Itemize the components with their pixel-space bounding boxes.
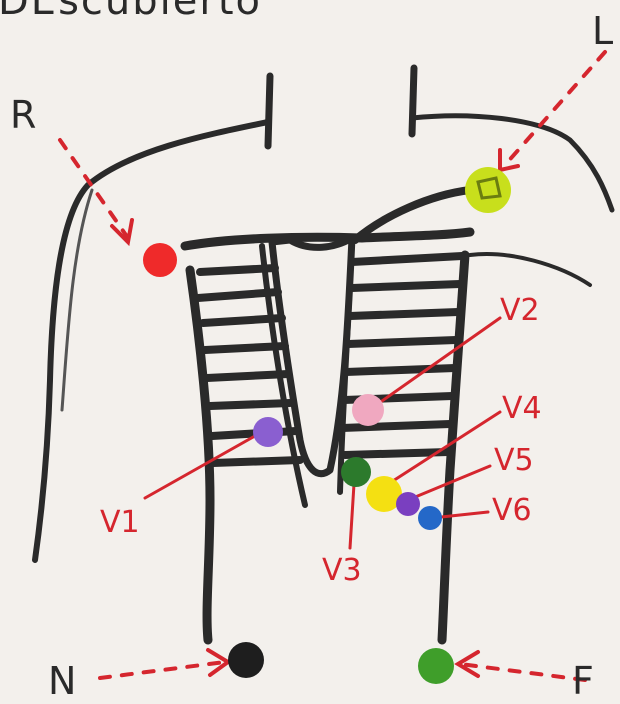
rib-right-4 bbox=[348, 340, 456, 344]
label-V1: V1 bbox=[100, 505, 140, 540]
rib-left-5 bbox=[207, 374, 288, 378]
rib-left-8 bbox=[213, 460, 300, 463]
electrode-V6 bbox=[418, 506, 442, 530]
rib-left-1 bbox=[200, 268, 275, 272]
rib-right-3 bbox=[350, 312, 458, 316]
ribs bbox=[198, 256, 462, 463]
electrode-R bbox=[143, 243, 177, 277]
rib-left-6 bbox=[210, 403, 290, 406]
label-V6: V6 bbox=[492, 493, 532, 528]
rib-right-5 bbox=[346, 368, 455, 372]
precordial-labels: V1 V2 V3 V4 V5 V6 bbox=[100, 293, 542, 588]
electrode-N bbox=[228, 642, 264, 678]
arrow-N bbox=[100, 662, 225, 678]
neck-right bbox=[412, 68, 414, 134]
label-V5: V5 bbox=[494, 443, 534, 478]
label-L: L bbox=[592, 9, 613, 53]
label-N: N bbox=[48, 659, 76, 700]
upper-right-contour bbox=[470, 254, 590, 285]
electrode-V2 bbox=[352, 394, 384, 426]
rib-right-2 bbox=[352, 284, 460, 288]
leader-V3 bbox=[350, 484, 354, 548]
electrode-L bbox=[465, 167, 511, 213]
label-V4: V4 bbox=[502, 391, 542, 426]
electrode-V3 bbox=[341, 457, 371, 487]
arrow-L bbox=[505, 52, 605, 165]
rib-left-4 bbox=[205, 346, 285, 350]
label-V2: V2 bbox=[500, 293, 540, 328]
label-V3: V3 bbox=[322, 553, 362, 588]
rib-right-1 bbox=[352, 256, 462, 262]
electrode-F bbox=[418, 648, 454, 684]
neck-left bbox=[268, 76, 270, 146]
label-R: R bbox=[10, 93, 36, 137]
page-title: DEscubierto bbox=[0, 0, 262, 24]
electrode-V1 bbox=[253, 417, 283, 447]
electrode-V5 bbox=[396, 492, 420, 516]
rib-left-3 bbox=[203, 318, 282, 323]
lead-labels: R L N F bbox=[10, 9, 613, 700]
rib-right-7 bbox=[342, 424, 450, 428]
label-F: F bbox=[572, 659, 594, 700]
